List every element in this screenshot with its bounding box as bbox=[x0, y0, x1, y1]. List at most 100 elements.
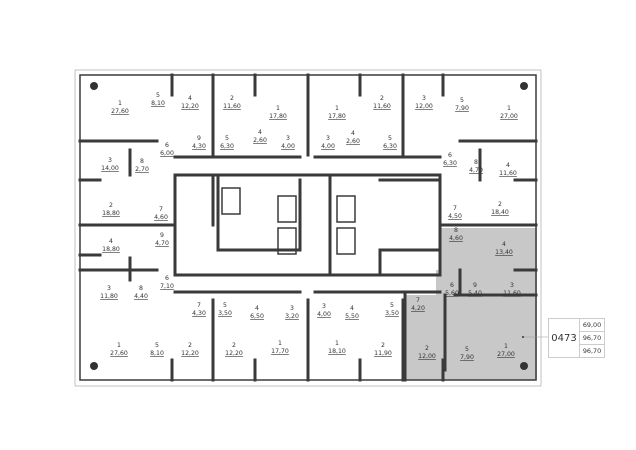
apartment-area-value: 96,70 bbox=[582, 347, 602, 355]
room-number: 1 bbox=[117, 342, 121, 349]
room-area: 5,50 bbox=[345, 313, 359, 320]
room-number: 3 bbox=[290, 305, 294, 312]
room-area: 6,00 bbox=[160, 150, 174, 157]
room-label: 211,90 bbox=[374, 342, 392, 357]
selected-apartment[interactable] bbox=[405, 228, 537, 380]
room-area: 11,60 bbox=[503, 290, 521, 297]
room-number: 2 bbox=[381, 342, 385, 349]
room-number: 2 bbox=[230, 95, 234, 102]
apartment-number: 0473 bbox=[549, 319, 580, 357]
room-number: 1 bbox=[507, 105, 511, 112]
room-number: 3 bbox=[322, 303, 326, 310]
room-area: 4,00 bbox=[281, 143, 295, 150]
room-label: 412,20 bbox=[181, 95, 199, 110]
room-area: 18,10 bbox=[328, 348, 346, 355]
room-label: 211,60 bbox=[373, 95, 391, 110]
room-number: 2 bbox=[188, 342, 192, 349]
room-label: 117,80 bbox=[269, 105, 287, 120]
room-label: 42,60 bbox=[253, 129, 267, 144]
room-area: 11,90 bbox=[374, 350, 392, 357]
room-label: 84,40 bbox=[134, 285, 148, 300]
room-label: 57,90 bbox=[460, 346, 474, 361]
room-label: 127,00 bbox=[500, 105, 518, 120]
room-area: 5,60 bbox=[445, 290, 459, 297]
room-area: 12,00 bbox=[418, 353, 436, 360]
room-area: 4,00 bbox=[321, 143, 335, 150]
room-label: 66,00 bbox=[160, 142, 174, 157]
room-number: 3 bbox=[510, 282, 514, 289]
room-number: 3 bbox=[286, 135, 290, 142]
room-number: 5 bbox=[225, 135, 229, 142]
room-area: 11,60 bbox=[373, 103, 391, 110]
column-icon bbox=[520, 362, 528, 370]
room-label: 45,50 bbox=[345, 305, 359, 320]
apartment-area-value: 96,70 bbox=[580, 332, 604, 345]
room-number: 1 bbox=[504, 343, 508, 350]
room-number: 5 bbox=[156, 92, 160, 99]
room-label: 58,10 bbox=[150, 342, 164, 357]
room-number: 3 bbox=[107, 285, 111, 292]
room-area: 2,60 bbox=[253, 137, 267, 144]
room-label: 212,20 bbox=[181, 342, 199, 357]
room-number: 7 bbox=[416, 297, 420, 304]
elevators bbox=[221, 187, 356, 255]
room-area: 12,20 bbox=[181, 350, 199, 357]
room-label: 74,60 bbox=[154, 206, 168, 221]
room-area: 4,20 bbox=[411, 305, 425, 312]
room-area: 4,00 bbox=[317, 311, 331, 318]
room-area: 7,90 bbox=[455, 105, 469, 112]
room-area: 6,30 bbox=[220, 143, 234, 150]
room-label: 311,60 bbox=[503, 282, 521, 297]
room-number: 9 bbox=[160, 232, 164, 239]
room-number: 4 bbox=[502, 241, 506, 248]
room-area: 4,70 bbox=[155, 240, 169, 247]
room-area: 18,40 bbox=[491, 209, 509, 216]
room-number: 8 bbox=[474, 159, 478, 166]
room-area: 17,70 bbox=[271, 348, 289, 355]
room-area: 4,60 bbox=[449, 235, 463, 242]
room-area: 6,30 bbox=[443, 160, 457, 167]
room-area: 2,60 bbox=[346, 138, 360, 145]
room-label: 212,20 bbox=[225, 342, 243, 357]
room-number: 7 bbox=[159, 206, 163, 213]
room-label: 127,00 bbox=[497, 343, 515, 358]
room-label: 42,60 bbox=[346, 130, 360, 145]
room-number: 9 bbox=[197, 135, 201, 142]
room-number: 4 bbox=[350, 305, 354, 312]
room-area: 12,20 bbox=[181, 103, 199, 110]
room-area: 6,50 bbox=[250, 313, 264, 320]
room-area: 27,00 bbox=[500, 113, 518, 120]
room-number: 7 bbox=[197, 302, 201, 309]
column-icon bbox=[90, 362, 98, 370]
building-outline bbox=[74, 69, 542, 387]
room-number: 5 bbox=[388, 135, 392, 142]
room-label: 212,00 bbox=[418, 345, 436, 360]
room-label: 127,60 bbox=[110, 342, 128, 357]
room-number: 6 bbox=[448, 152, 452, 159]
room-label: 117,70 bbox=[271, 340, 289, 355]
room-area: 14,00 bbox=[101, 165, 119, 172]
room-label: 34,00 bbox=[317, 303, 331, 318]
room-number: 3 bbox=[326, 135, 330, 142]
room-number: 1 bbox=[335, 105, 339, 112]
room-label: 411,60 bbox=[499, 162, 517, 177]
walls bbox=[78, 73, 538, 382]
room-number: 2 bbox=[232, 342, 236, 349]
room-area: 4,30 bbox=[192, 310, 206, 317]
room-label: 117,80 bbox=[328, 105, 346, 120]
room-area: 4,30 bbox=[192, 143, 206, 150]
room-label: 218,80 bbox=[102, 202, 120, 217]
room-number: 9 bbox=[473, 282, 477, 289]
room-area: 8,10 bbox=[150, 350, 164, 357]
room-label: 74,20 bbox=[411, 297, 425, 312]
room-label: 84,60 bbox=[449, 227, 463, 242]
room-number: 6 bbox=[165, 275, 169, 282]
room-area: 4,40 bbox=[134, 293, 148, 300]
apartment-info-box[interactable]: 0473 69,00 96,70 96,70 bbox=[548, 318, 605, 358]
room-label: 127,60 bbox=[111, 100, 129, 115]
room-label: 95,40 bbox=[468, 282, 482, 297]
room-area: 3,50 bbox=[385, 310, 399, 317]
room-area: 8,10 bbox=[151, 100, 165, 107]
room-number: 2 bbox=[425, 345, 429, 352]
room-number: 8 bbox=[454, 227, 458, 234]
